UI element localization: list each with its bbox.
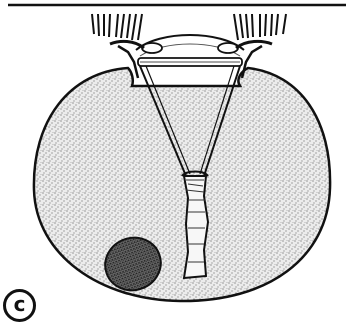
cell-body (34, 68, 330, 301)
panel-label: c (3, 289, 36, 322)
cilia-tuft-icon (234, 14, 286, 78)
right-basal-body (218, 43, 238, 53)
left-basal-body (142, 43, 162, 53)
